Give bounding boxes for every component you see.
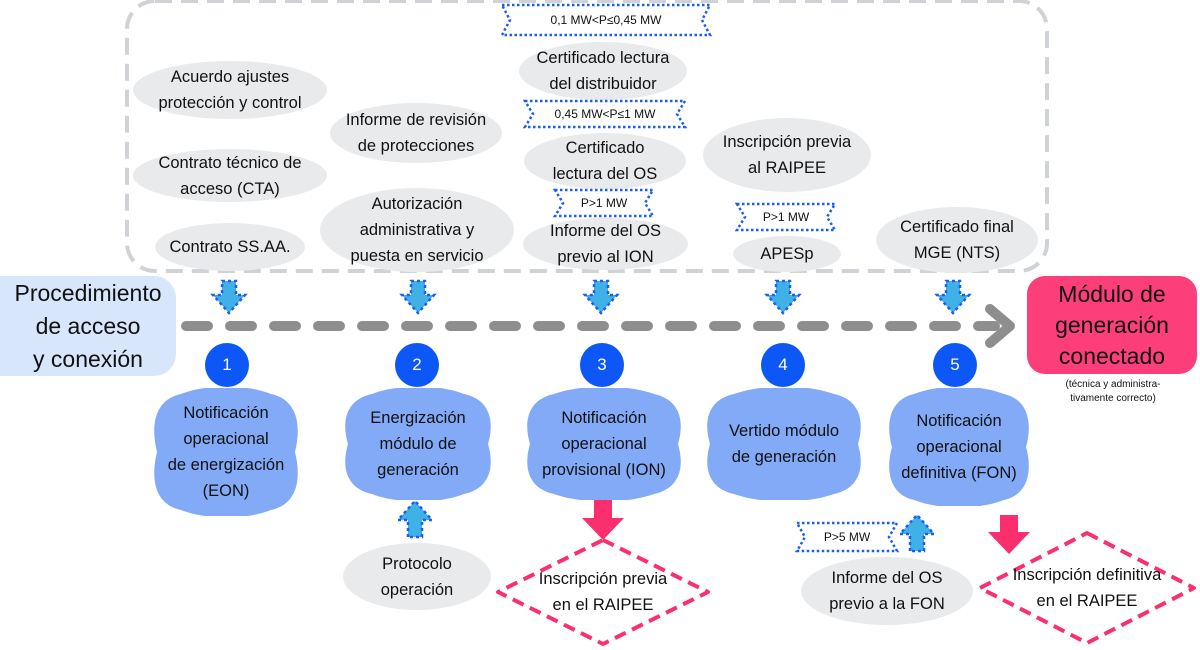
up-arrow-icon [897,513,937,553]
doc-inscripcion-previa-raipee: Inscripción previa al RAIPEE [703,118,871,192]
down-arrow-icon [210,279,248,315]
registration-previa-raipee: Inscripción previa en el RAIPEE [494,537,712,647]
up-arrow-icon [395,499,435,539]
step-number-3: 3 [580,343,624,387]
step-2-energizacion: Energización módulo de generación [342,388,494,500]
condition-banner: P>1 MW [552,187,656,219]
down-arrow-icon [399,279,437,315]
step-5-fon: Notificación operacional definitiva (FON… [886,388,1032,506]
condition-banner: 0,45 MW<P≤1 MW [522,98,688,130]
doc-informe-os-ion: Informe del OS previo al ION [523,218,688,270]
start-label: Procedimiento de acceso y conexión [14,279,162,372]
down-arrow-icon [764,279,802,315]
timeline-arrowhead [985,304,1015,348]
documents-container [125,0,1049,273]
doc-certificado-final-mge: Certificado final MGE (NTS) [876,207,1038,273]
doc-autorizacion-administrativa: Autorización administrativa y puesta en … [320,188,514,272]
step-3-ion: Notificación operacional provisional (IO… [524,388,684,500]
down-arrow-icon [582,279,620,315]
doc-informe-os-fon: Informe del OS previo a la FON [801,557,973,625]
doc-contrato-cta: Contrato técnico de acceso (CTA) [133,149,327,202]
condition-banner: 0,1 MW<P≤0,45 MW [499,2,713,38]
step-number-2: 2 [395,343,439,387]
doc-informe-protecciones: Informe de revisión de protecciones [330,103,502,163]
condition-banner: P>1 MW [734,201,838,233]
end-label: Módulo de generación conectado [1055,280,1169,369]
start-box: Procedimiento de acceso y conexión [0,276,176,376]
end-note: (técnica y administra- tivamente correct… [1065,379,1161,404]
down-arrow-icon [934,279,972,315]
doc-apesp: APESp [733,236,841,272]
doc-protocolo-operacion: Protocolo operación [343,543,491,610]
step-number-1: 1 [205,343,249,387]
end-box: Módulo de generación conectado [1027,276,1197,374]
pink-down-arrow-icon [582,499,624,540]
doc-certificado-os: Certificado lectura del OS [524,133,686,189]
condition-banner: P>5 MW [794,520,900,554]
step-4-vertido: Vertido módulo de generación [704,388,864,500]
step-number-5: 5 [933,343,977,387]
pink-down-arrow-icon [988,515,1030,554]
step-1-eon: Notificación operacional de energización… [151,388,301,516]
doc-acuerdo-ajustes: Acuerdo ajustes protección y control [133,61,327,119]
step-number-4: 4 [761,343,805,387]
doc-contrato-ssaa: Contrato SS.AA. [155,223,305,271]
registration-definitiva-raipee: Inscripción definitiva en el RAIPEE [976,530,1198,646]
doc-certificado-distribuidor: Certificado lectura del distribuidor [519,42,687,100]
